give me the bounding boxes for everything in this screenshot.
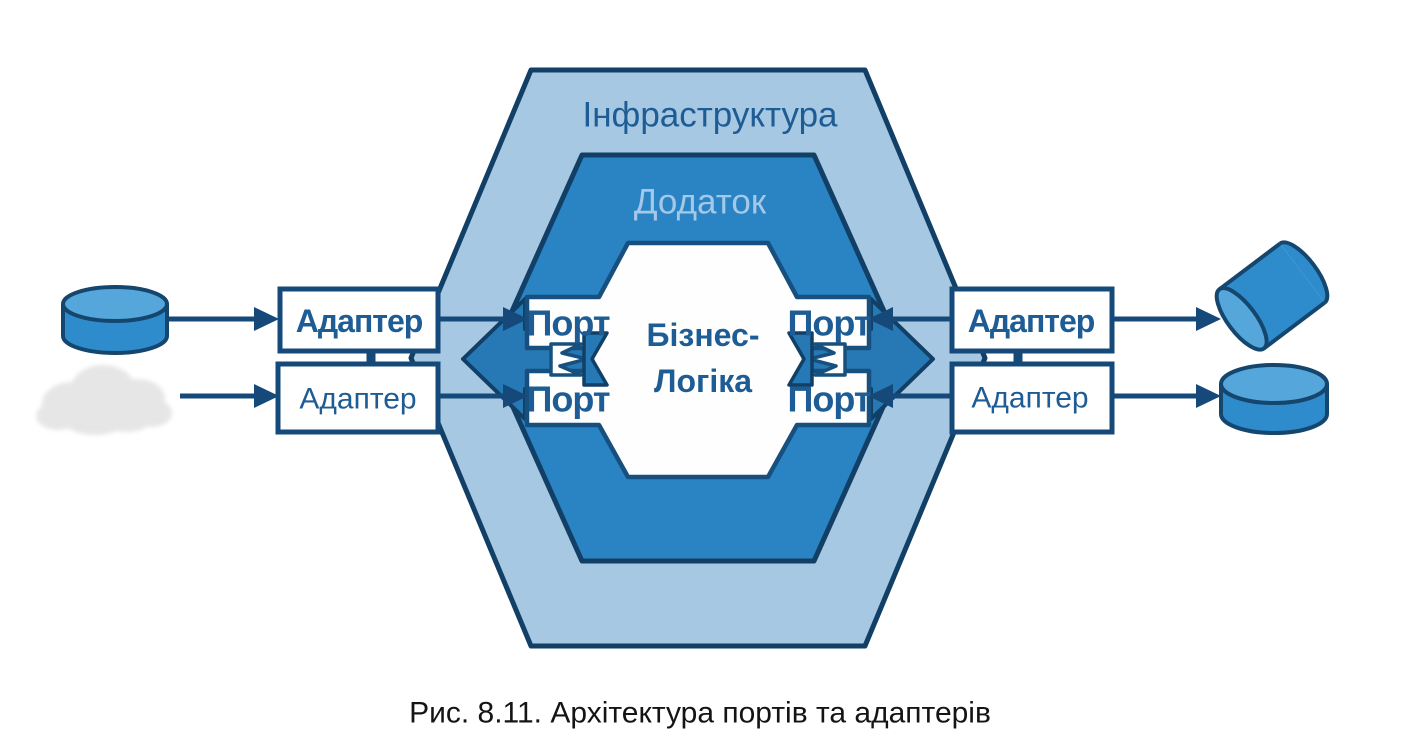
adapter-box-bottom-left	[275, 361, 441, 435]
infrastructure-label: Інфраструктура	[582, 96, 838, 135]
notch-zigzag-right	[807, 342, 847, 377]
notch-zigzag-left	[549, 342, 589, 377]
adapter-label-bottom-right: Адаптер	[971, 382, 1088, 415]
arrowhead-left-icon	[868, 384, 893, 408]
port-label-top-right: Порт	[787, 303, 870, 344]
cloud-icon	[36, 365, 172, 435]
business-logic-label-line2: Логіка	[654, 363, 752, 399]
flow-arrow-tail-left	[582, 331, 609, 387]
adapter-label-top-right: Адаптер	[968, 303, 1095, 339]
flow-arrow-tail-right	[787, 331, 814, 387]
port-label-bottom-left: Порт	[526, 379, 609, 420]
adapter-to-port-arrow-top-left	[438, 307, 528, 331]
database-cylinder-icon	[1219, 363, 1329, 435]
adapter-label-bottom-left: Адаптер	[299, 383, 416, 416]
business-logic-core-shape	[524, 240, 872, 480]
database-cylinder-icon	[61, 285, 169, 355]
arrowhead-right-icon	[254, 307, 279, 331]
business-logic-label-line1: Бізнес-	[647, 317, 760, 353]
adapter-to-port-arrow-bottom-right	[868, 384, 952, 408]
adapter-to-port-arrow-bottom-left	[438, 384, 528, 408]
arrowhead-right-icon	[503, 307, 528, 331]
adapter-to-pipe-arrow-right	[1112, 307, 1221, 331]
adapter-to-port-arrow-top-right	[868, 307, 952, 331]
arrowhead-left-icon	[868, 307, 893, 331]
adapter-to-database-arrow-right	[1112, 384, 1221, 408]
pipe-cylinder-icon	[1214, 240, 1330, 352]
adapter-label-top-left: Адаптер	[296, 303, 423, 339]
arrowhead-right-icon	[254, 384, 279, 408]
arrowhead-right-icon	[1196, 307, 1221, 331]
database-to-adapter-arrow-left	[168, 307, 279, 331]
cloud-to-adapter-arrow-left	[180, 384, 279, 408]
application-label: Додаток	[634, 183, 767, 222]
figure-caption: Рис. 8.11. Архітектура портів та адаптер…	[409, 697, 991, 730]
port-label-top-left: Порт	[526, 303, 609, 344]
arrowhead-right-icon	[1196, 384, 1221, 408]
arrowhead-right-icon	[503, 384, 528, 408]
port-label-bottom-right: Порт	[787, 379, 870, 420]
